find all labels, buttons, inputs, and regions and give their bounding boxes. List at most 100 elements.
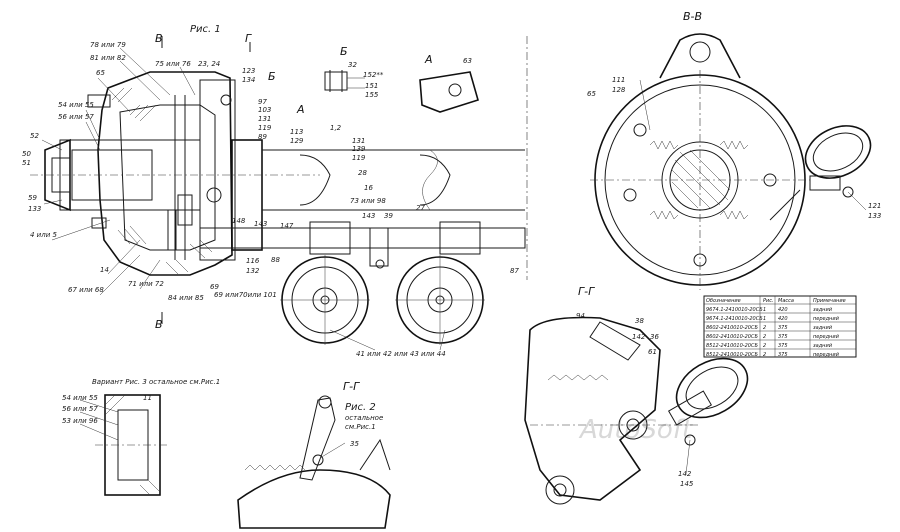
label-54b: 54 или 55	[62, 394, 98, 402]
label-28: 28	[358, 169, 367, 177]
detail-b	[324, 70, 365, 92]
label-56b: 56 или 57	[62, 405, 98, 413]
label-59: 59	[28, 194, 37, 202]
label-41: 41 или 42 или 43 или 44	[356, 350, 446, 358]
label-97: 97	[258, 98, 267, 106]
table-cell: 8512-2410010-20СБ	[706, 352, 758, 358]
label-51: 51	[22, 159, 31, 167]
label-128: 128	[612, 86, 626, 94]
brake-chamber-right	[395, 255, 485, 345]
table-cell: задний	[813, 343, 833, 349]
section-gg-bottom: Г-Г	[343, 380, 360, 393]
label-12: 1,2	[330, 124, 342, 132]
view-bb-drum	[590, 33, 872, 290]
label-116: 116	[246, 257, 260, 265]
label-131: 131	[258, 115, 271, 123]
table-cell: задний	[813, 307, 833, 313]
label-133b: 133	[868, 212, 881, 220]
label-78: 78 или 79	[90, 41, 126, 49]
label-133: 133	[28, 205, 41, 213]
table-cell: 9674.1-2410010-20СБ	[706, 316, 763, 322]
table-cell: 1	[763, 316, 766, 322]
table-cell: передний	[813, 334, 840, 340]
label-152: 152**	[363, 71, 384, 79]
label-121: 121	[868, 202, 881, 210]
section-a-detail: А	[424, 53, 433, 66]
table-cell: 9674.1-2410010-20СБ	[706, 307, 763, 313]
label-65b: 65	[587, 90, 596, 98]
label-84: 84 или 85	[168, 294, 204, 302]
label-35: 35	[350, 440, 359, 448]
label-123: 123	[242, 67, 255, 75]
fig2-note-1: остальное	[345, 414, 383, 422]
view-gg-bottom	[237, 395, 391, 529]
fig2-title: Рис. 2	[345, 402, 376, 413]
table-cell: 2	[763, 325, 766, 331]
table-cell: задний	[813, 325, 833, 331]
section-g-top: Г	[245, 32, 252, 45]
label-134: 134	[242, 76, 255, 84]
label-111: 111	[612, 76, 625, 84]
label-54: 54 или 55	[58, 101, 94, 109]
table-cell: 375	[778, 352, 788, 358]
table-cell: 2	[763, 334, 766, 340]
label-148: 148	[232, 217, 246, 225]
fig2-note-2: см.Рис.1	[345, 423, 376, 431]
label-61: 61	[648, 348, 657, 356]
label-155: 155	[365, 91, 379, 99]
detail-a	[419, 71, 479, 113]
section-v-bottom: В	[155, 318, 163, 331]
table-header-cell: Обозначение	[706, 298, 741, 304]
label-36: 36	[650, 333, 659, 341]
label-32: 32	[348, 61, 357, 69]
label-38: 38	[635, 317, 644, 325]
label-63: 63	[463, 57, 472, 65]
label-103: 103	[258, 106, 271, 114]
section-b: Б	[268, 70, 276, 83]
label-27: 27	[416, 204, 425, 212]
table-cell: передний	[813, 352, 840, 358]
table-cell: передний	[813, 316, 840, 322]
label-129: 129	[290, 137, 304, 145]
table-cell: 8602-2410010-20СБ	[706, 325, 758, 331]
section-b-detail: Б	[340, 45, 348, 58]
table-header-cell: Примечание	[813, 298, 846, 304]
label-94: 94	[576, 312, 585, 320]
table-cell: 1	[763, 307, 766, 313]
section-a-arrow: А	[296, 103, 305, 116]
table-header-cell: Масса	[778, 298, 794, 304]
label-131b: 131	[352, 137, 365, 145]
table-cell: 2	[763, 352, 766, 358]
table-cell: 375	[778, 343, 788, 349]
label-142: 142	[632, 333, 646, 341]
hub-assembly-section	[30, 36, 526, 324]
leader-lines	[41, 47, 867, 475]
label-151: 151	[365, 82, 378, 90]
label-56: 56 или 57	[58, 113, 94, 121]
label-139: 139	[352, 145, 366, 153]
table-cell: 8602-2410010-20СБ	[706, 334, 758, 340]
label-14: 14	[100, 266, 109, 274]
table-header-cell: Рис.	[763, 298, 774, 304]
label-119: 119	[258, 124, 272, 132]
table-text: Обозначение Рис. Масса Примечание 9674.1-241…	[706, 298, 846, 358]
label-73: 73 или 98	[350, 197, 386, 205]
table-cell: 2	[763, 343, 766, 349]
label-132: 132	[246, 267, 260, 275]
table-cell: 420	[778, 307, 788, 313]
label-39: 39	[384, 212, 393, 220]
label-65: 65	[96, 69, 105, 77]
label-23: 23, 24	[198, 60, 220, 68]
section-bb: В-В	[683, 10, 702, 23]
label-81: 81 или 82	[90, 54, 126, 62]
label-67: 67 или 68	[68, 286, 104, 294]
label-145: 145	[680, 480, 694, 488]
table-cell: 375	[778, 334, 788, 340]
label-69: 69	[210, 283, 219, 291]
label-119b: 119	[352, 154, 366, 162]
label-143: 143	[254, 220, 267, 228]
variant-caption: Вариант Рис. 3 остальное см.Рис.1	[92, 378, 220, 386]
label-142b: 142	[678, 470, 692, 478]
label-4: 4 или 5	[30, 231, 57, 239]
